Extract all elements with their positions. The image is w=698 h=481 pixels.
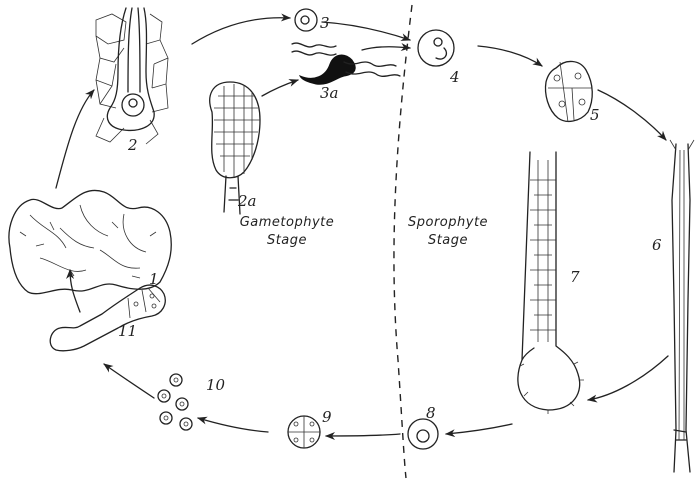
figure-number-3a: 3a [320, 86, 339, 101]
figure-number-4: 4 [450, 70, 460, 85]
arrow-2a-to-3a [262, 80, 298, 96]
arrow-10-to-11 [104, 364, 154, 398]
figure-number-9: 9 [322, 410, 332, 425]
gametophyte-label-line2: Stage [232, 232, 342, 250]
figure-number-2a: 2a [238, 194, 257, 209]
sporophyte-stage-label: Sporophyte Stage [408, 214, 488, 249]
figure-11-germinating-spore [50, 285, 165, 351]
arrow-4-to-5 [478, 46, 542, 66]
arrow-6-to-7 [588, 356, 668, 400]
figure-4-zygote [418, 30, 454, 66]
figure-number-5: 5 [590, 108, 600, 123]
sporophyte-label-line1: Sporophyte [408, 214, 488, 232]
figure-number-1: 1 [149, 272, 159, 287]
gametophyte-stage-label: Gametophyte Stage [232, 214, 342, 249]
figure-9-spore-tetrad [288, 416, 320, 448]
figure-6-sporophyte-stalk [670, 140, 694, 472]
figure-5-embryo [546, 61, 593, 122]
figure-number-11: 11 [118, 324, 137, 339]
arrow-3-to-4 [322, 22, 410, 40]
figure-number-2: 2 [128, 138, 138, 153]
arrow-3a-to-4 [362, 47, 410, 50]
figure-number-6: 6 [652, 238, 662, 253]
figure-number-7: 7 [570, 270, 580, 285]
figure-10-spores [158, 374, 192, 430]
figure-2-archegonium [96, 8, 168, 144]
arrow-2-to-3 [192, 18, 290, 44]
arrow-5-to-6 [598, 90, 666, 140]
figure-number-8: 8 [426, 406, 436, 421]
arrow-7-to-8 [446, 424, 512, 434]
arrow-1-to-2 [56, 90, 94, 188]
figure-1-prothallus [9, 190, 171, 293]
arrow-8-to-9 [326, 434, 400, 436]
figure-3-egg [295, 9, 317, 31]
sporophyte-label-line2: Stage [408, 232, 488, 250]
gametophyte-label-line1: Gametophyte [232, 214, 342, 232]
arrow-9-to-10 [198, 418, 268, 432]
figure-number-3: 3 [320, 16, 330, 31]
figure-3a-sperm [292, 43, 400, 84]
figure-8-spore [408, 419, 438, 449]
figure-number-10: 10 [206, 378, 225, 393]
